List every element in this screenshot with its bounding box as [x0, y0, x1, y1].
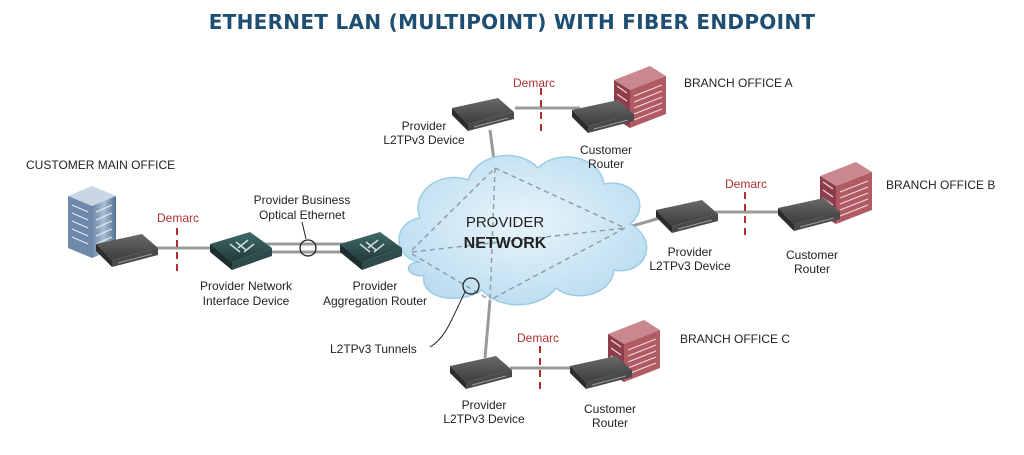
branch-a-l2tpv3-device-icon — [451, 97, 515, 132]
branch-b-label: BRANCH OFFICE B — [886, 178, 996, 192]
demarc-label-branch-a: Demarc — [512, 76, 556, 90]
l2tpv3-tunnel-mesh — [411, 167, 626, 301]
branch-a-device-label-line1: Provider — [401, 119, 447, 133]
cloud-label-line1: PROVIDER — [465, 214, 545, 231]
branch-c-device-label-line1: Provider — [461, 398, 507, 412]
network-interface-device-icon — [209, 231, 273, 271]
branch-c-router-label-line1: Customer — [583, 402, 637, 416]
cloud-to-device-c-link — [483, 299, 492, 359]
l2tpv3-tunnels-label: L2TPv3 Tunnels — [330, 342, 417, 356]
diagram-title: ETHERNET LAN (MULTIPOINT) WITH FIBER END… — [208, 10, 816, 34]
provider-network-cloud — [398, 154, 648, 306]
demarc-label-main: Demarc — [156, 211, 200, 225]
cloud-label-line2: NETWORK — [463, 235, 547, 252]
tunnel-marker — [462, 277, 480, 295]
branch-b-router-label-line1: Customer — [785, 248, 839, 262]
nid-label-line1: Provider Network — [199, 279, 293, 293]
agg-router-label-line2: Aggregation Router — [322, 294, 428, 308]
branch-b-l2tpv3-device-icon — [655, 199, 719, 234]
branch-a-router-label-line2: Router — [587, 157, 625, 171]
optical-ethernet-label-line2: Optical Ethernet — [258, 208, 346, 222]
branch-a-device-label-line2: L2TPv3 Device — [383, 133, 465, 147]
nid-label-line2: Interface Device — [202, 294, 290, 308]
demarc-lines — [176, 88, 746, 390]
branch-c-router-label-line2: Router — [591, 416, 629, 430]
agg-router-label-line1: Provider — [352, 279, 398, 293]
branch-b-device-label-line1: Provider — [667, 245, 713, 259]
demarc-label-branch-c: Demarc — [516, 331, 560, 345]
branch-b-router-label-line2: Router — [793, 262, 831, 276]
branch-c-label: BRANCH OFFICE C — [680, 332, 791, 346]
tunnel-callout — [429, 291, 466, 348]
optical-ethernet-marker — [299, 239, 317, 257]
optical-ethernet-callout — [301, 221, 307, 240]
demarc-label-branch-b: Demarc — [724, 177, 768, 191]
optical-ethernet-label-line1: Provider Business — [253, 193, 351, 207]
branch-c-l2tpv3-device-icon — [449, 355, 513, 390]
aggregation-router-icon — [339, 231, 403, 271]
branch-b-device-label-line2: L2TPv3 Device — [649, 259, 731, 273]
branch-a-router-label-line1: Customer — [579, 143, 633, 157]
main-office-label: CUSTOMER MAIN OFFICE — [26, 158, 176, 172]
branch-a-label: BRANCH OFFICE A — [684, 76, 793, 90]
links — [125, 106, 782, 370]
branch-c-device-label-line2: L2TPv3 Device — [443, 412, 525, 426]
